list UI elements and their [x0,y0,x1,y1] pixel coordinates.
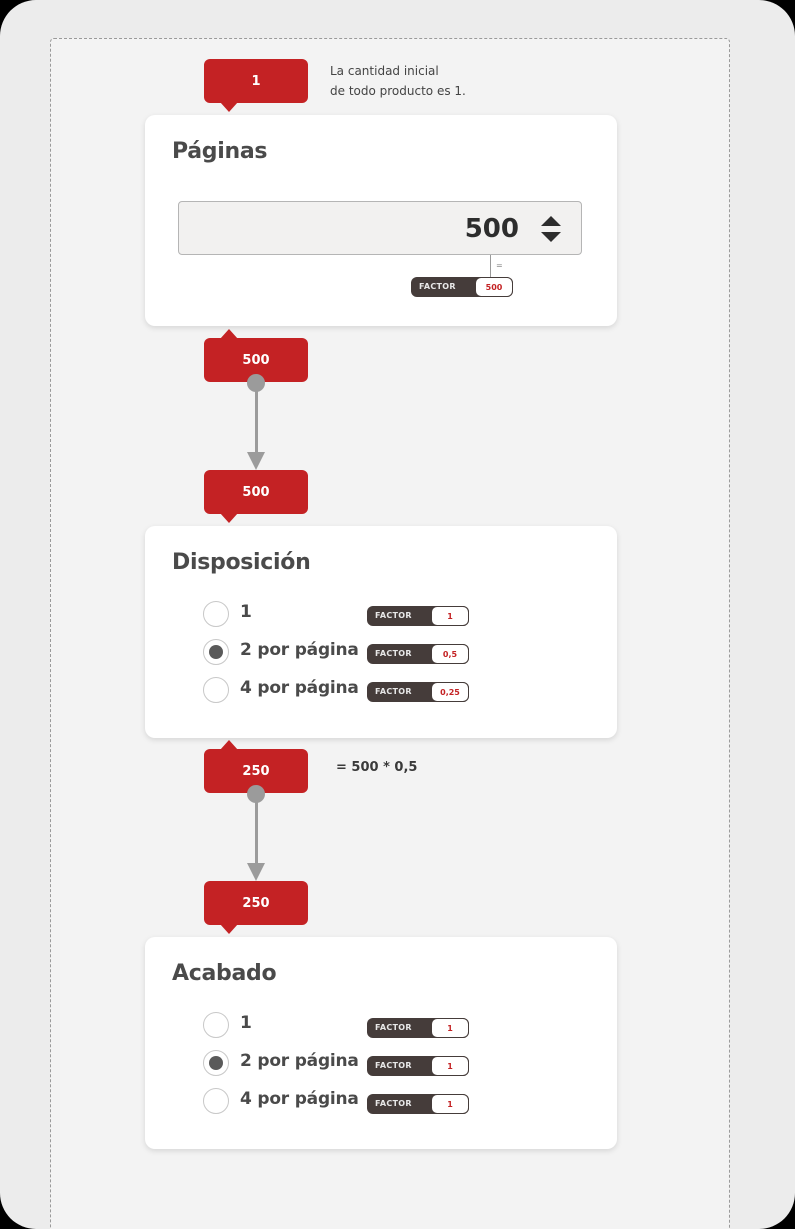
factor-pill: FACTOR 1 [367,1018,469,1038]
factor-label: FACTOR [419,282,456,291]
factor-value: 1 [431,606,469,626]
factor-pill: FACTOR 1 [367,606,469,626]
connector-line [255,383,258,453]
badge-value: 250 [242,895,270,911]
option-label: 1 [240,1013,252,1033]
flow-arrow [247,374,265,470]
note-line-1: La cantidad inicial [330,64,439,78]
factor-label: FACTOR [375,1099,412,1108]
factor-pill: FACTOR 0,25 [367,682,469,702]
acabado-input-badge: 250 [204,881,308,934]
flow-arrow [247,785,265,881]
radio-button[interactable] [203,601,229,627]
option-label: 2 por página [240,1051,359,1071]
factor-value: 500 [475,277,513,297]
factor-pill: FACTOR 1 [367,1056,469,1076]
badge-value: 500 [242,484,270,500]
factor-value: 0,5 [431,644,469,664]
increment-arrow-icon[interactable] [541,216,561,226]
option-4-por-pagina[interactable]: 4 por página [203,675,383,705]
option-label: 4 por página [240,678,359,698]
decrement-arrow-icon[interactable] [541,232,561,242]
factor-value: 1 [431,1018,469,1038]
input-value: 500 [464,214,519,244]
radio-button-selected[interactable] [203,1050,229,1076]
badge-value: 500 [242,352,270,368]
option-4-por-pagina[interactable]: 4 por página [203,1086,383,1116]
radio-button[interactable] [203,1088,229,1114]
initial-quantity-badge: 1 [204,59,308,112]
option-label: 4 por página [240,1089,359,1109]
equals-sign: = [496,261,503,270]
factor-pill: FACTOR 500 [411,277,513,297]
arrow-down-icon [247,452,265,470]
factor-label: FACTOR [375,1023,412,1032]
connector-line [255,794,258,864]
pages-number-input[interactable]: 500 [178,201,582,255]
option-2-por-pagina[interactable]: 2 por página [203,637,383,667]
option-2-por-pagina[interactable]: 2 por página [203,1048,383,1078]
factor-label: FACTOR [375,649,412,658]
factor-label: FACTOR [375,1061,412,1070]
option-label: 1 [240,602,252,622]
card-title: Disposición [172,550,311,575]
initial-quantity-note: La cantidad inicial de todo producto es … [330,61,466,101]
acabado-card: Acabado 1 FACTOR 1 2 por página FACTOR 1… [145,937,617,1149]
radio-button[interactable] [203,677,229,703]
radio-button[interactable] [203,1012,229,1038]
connector-line [490,255,491,277]
disposicion-card: Disposición 1 FACTOR 1 2 por página FACT… [145,526,617,738]
disposicion-input-badge: 500 [204,470,308,523]
factor-label: FACTOR [375,687,412,696]
radio-button-selected[interactable] [203,639,229,665]
factor-value: 1 [431,1094,469,1114]
arrow-down-icon [247,863,265,881]
factor-value: 1 [431,1056,469,1076]
factor-label: FACTOR [375,611,412,620]
card-title: Acabado [172,961,277,986]
factor-value: 0,25 [431,682,469,702]
badge-value: 1 [251,73,261,89]
paginas-card: Páginas 500 = FACTOR 500 [145,115,617,326]
badge-value: 250 [242,763,270,779]
factor-pill: FACTOR 1 [367,1094,469,1114]
card-title: Páginas [172,139,268,164]
option-1[interactable]: 1 [203,599,383,629]
note-line-2: de todo producto es 1. [330,84,466,98]
calculation-formula: = 500 * 0,5 [336,760,418,775]
option-1[interactable]: 1 [203,1010,383,1040]
up-down-arrows-icon[interactable] [541,216,561,242]
option-label: 2 por página [240,640,359,660]
factor-pill: FACTOR 0,5 [367,644,469,664]
